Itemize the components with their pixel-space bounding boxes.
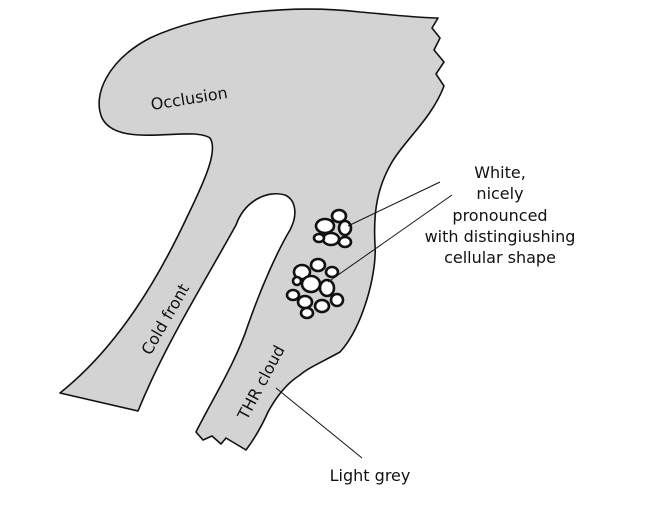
- leader-line-light-grey: [275, 387, 363, 459]
- annotation-line-1: White,: [474, 163, 526, 182]
- annotation-line-5: cellular shape: [444, 248, 556, 267]
- cell-cluster-lower: [285, 257, 345, 320]
- annotation-line-2: nicely: [476, 184, 523, 203]
- leader-line-upper: [347, 181, 441, 227]
- leader-line-lower: [327, 194, 453, 283]
- annotation-line-4: with distingiushing: [425, 227, 576, 246]
- cloud-band-shape: [59, 8, 445, 451]
- annotation-line-3: pronounced: [452, 206, 547, 225]
- light-grey-label: Light grey: [330, 466, 411, 485]
- cell-cluster-upper: [312, 208, 353, 249]
